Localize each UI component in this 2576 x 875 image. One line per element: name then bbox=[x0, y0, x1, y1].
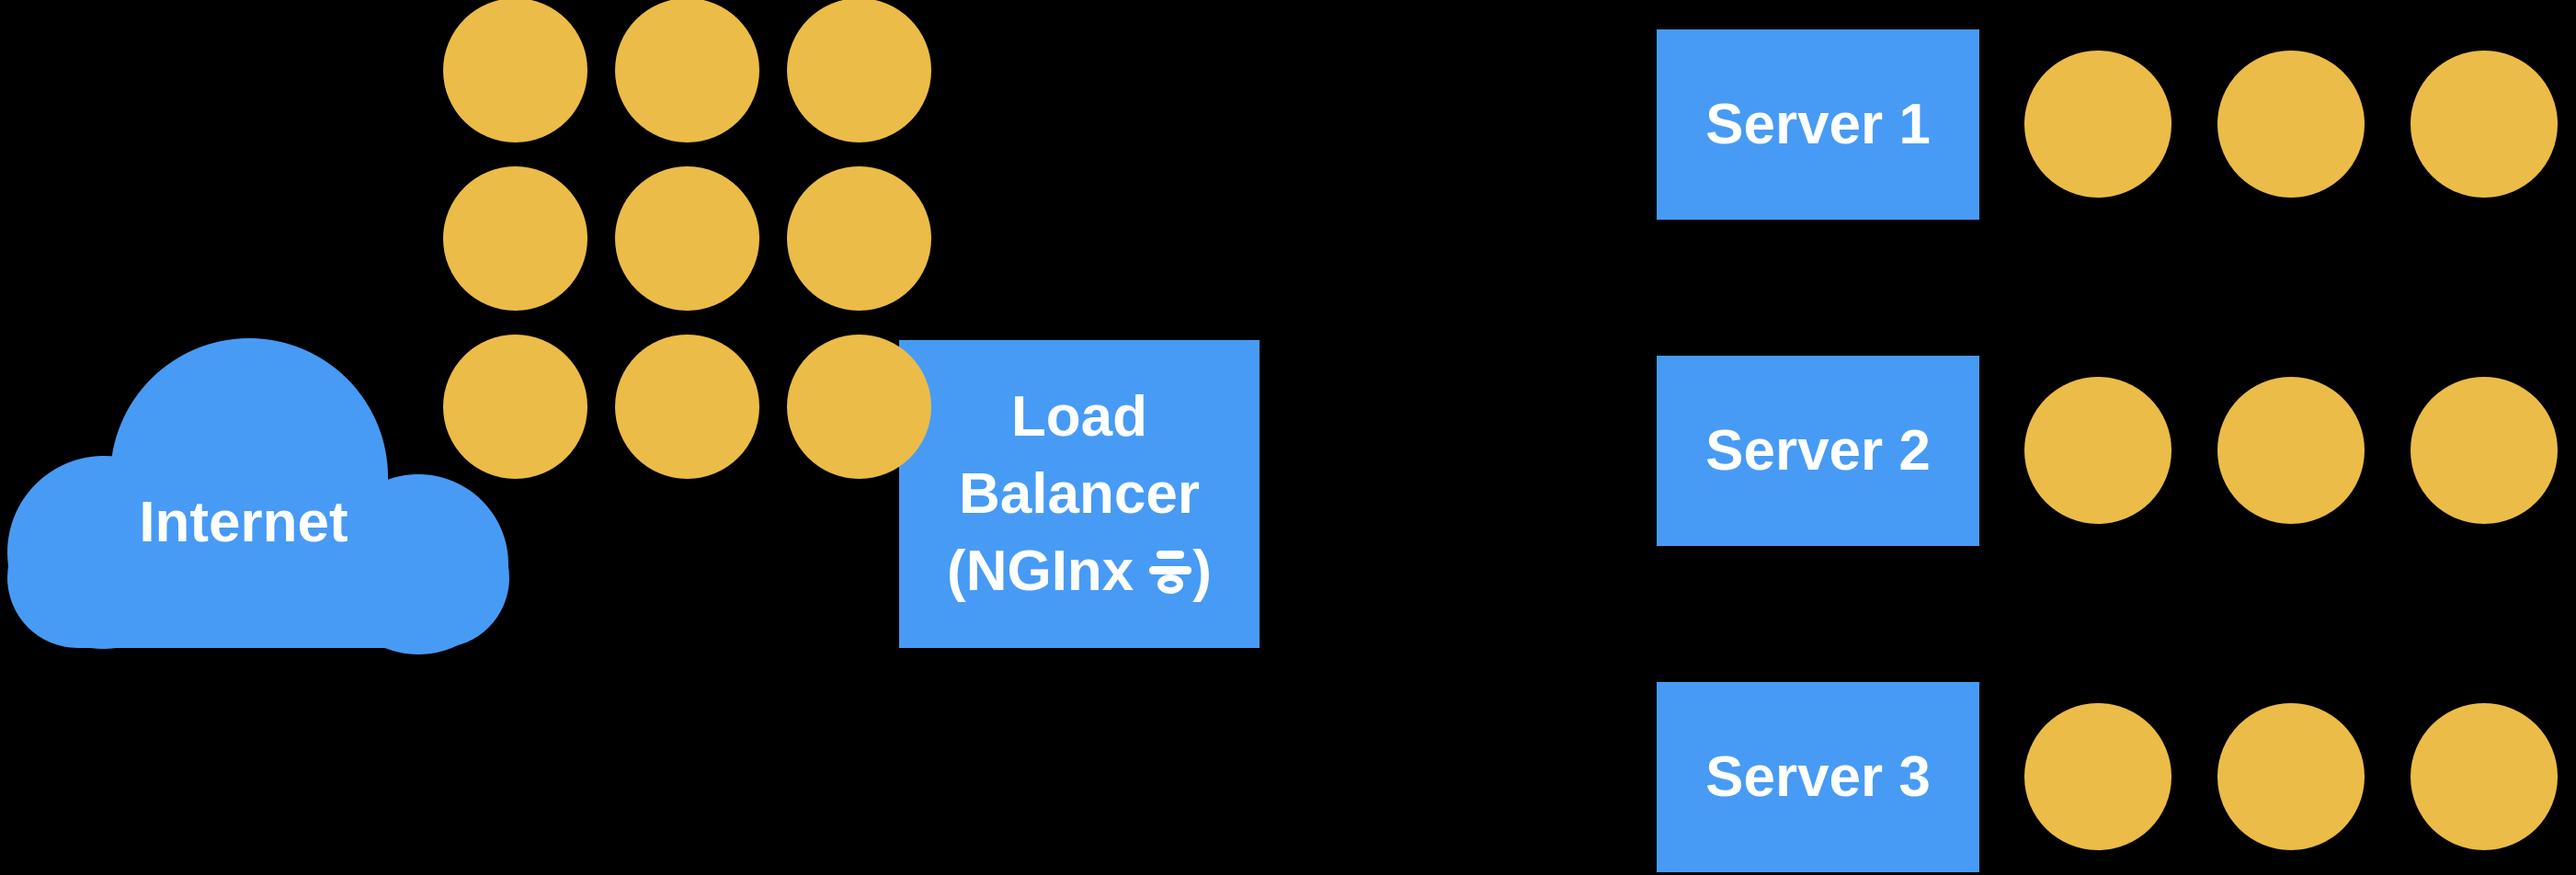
request-dot-icon bbox=[787, 0, 931, 142]
load-balancer-label-line3-suffix: ) bbox=[1192, 539, 1212, 603]
request-dot-icon bbox=[2024, 51, 2171, 198]
request-dot-icon bbox=[2217, 51, 2365, 198]
server-2-box: Server 2 bbox=[1657, 356, 1979, 546]
request-dot-icon bbox=[2411, 377, 2558, 524]
server-3-label: Server 3 bbox=[1705, 745, 1931, 809]
server-3-dots bbox=[2024, 703, 2558, 850]
request-dot-icon bbox=[615, 166, 759, 311]
server-1-label: Server 1 bbox=[1705, 93, 1931, 156]
load-balancer-box: Load Balancer (NGInx ) bbox=[899, 340, 1260, 648]
incoming-request-dots bbox=[443, 0, 931, 479]
request-dot-icon bbox=[443, 166, 587, 311]
request-dot-icon bbox=[443, 0, 587, 142]
server-2-label: Server 2 bbox=[1705, 419, 1931, 483]
load-balancer-label-line3-prefix: (NGInx bbox=[947, 539, 1134, 603]
request-dot-icon bbox=[2411, 51, 2558, 198]
server-1-dots bbox=[2024, 51, 2558, 198]
load-balancer-label-line1: Load bbox=[1010, 384, 1148, 449]
server-1-box: Server 1 bbox=[1657, 29, 1979, 220]
cloud-base bbox=[7, 507, 509, 648]
load-balancer-label-line3: (NGInx ) bbox=[947, 533, 1212, 610]
request-dot-icon bbox=[2217, 703, 2365, 850]
request-dot-icon bbox=[2217, 377, 2365, 524]
request-dot-icon bbox=[615, 335, 759, 479]
request-dot-icon bbox=[2411, 703, 2558, 850]
server-2-dots bbox=[2024, 377, 2558, 524]
request-dot-icon bbox=[2024, 377, 2171, 524]
request-dot-icon bbox=[443, 335, 587, 479]
request-dot-icon bbox=[787, 166, 931, 311]
hangul-deung-glyph bbox=[1149, 550, 1192, 594]
server-3-box: Server 3 bbox=[1657, 682, 1979, 872]
request-dot-icon bbox=[787, 335, 931, 479]
load-balancer-label-line2: Balancer bbox=[959, 461, 1200, 526]
request-dot-icon bbox=[2024, 703, 2171, 850]
request-dot-icon bbox=[615, 0, 759, 142]
internet-label: Internet bbox=[139, 491, 348, 554]
